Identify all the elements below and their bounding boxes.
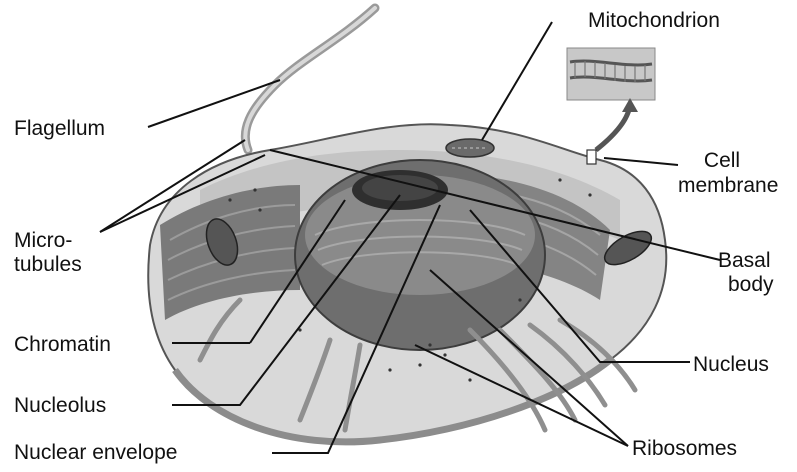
label-nuclear-envelope: Nuclear envelope (14, 441, 177, 464)
label-mitochondrion: Mitochondrion (588, 9, 720, 32)
label-chromatin: Chromatin (14, 333, 111, 356)
label-cell-membrane-line2: membrane (678, 174, 778, 197)
label-ribosomes: Ribosomes (632, 437, 737, 460)
flagellum-shape (245, 8, 375, 150)
membrane-marker (587, 150, 596, 164)
label-cell-membrane-line1: Cell (692, 149, 752, 172)
label-microtubules-line2: tubules (14, 253, 82, 276)
label-nucleus: Nucleus (693, 353, 769, 376)
label-flagellum: Flagellum (14, 117, 105, 140)
label-basal-body-line1: Basal (718, 249, 771, 272)
label-nucleolus: Nucleolus (14, 394, 106, 417)
label-basal-body-line2: body (728, 273, 774, 296)
label-microtubules-line1: Micro- (14, 229, 72, 252)
membrane-inset (567, 48, 655, 100)
